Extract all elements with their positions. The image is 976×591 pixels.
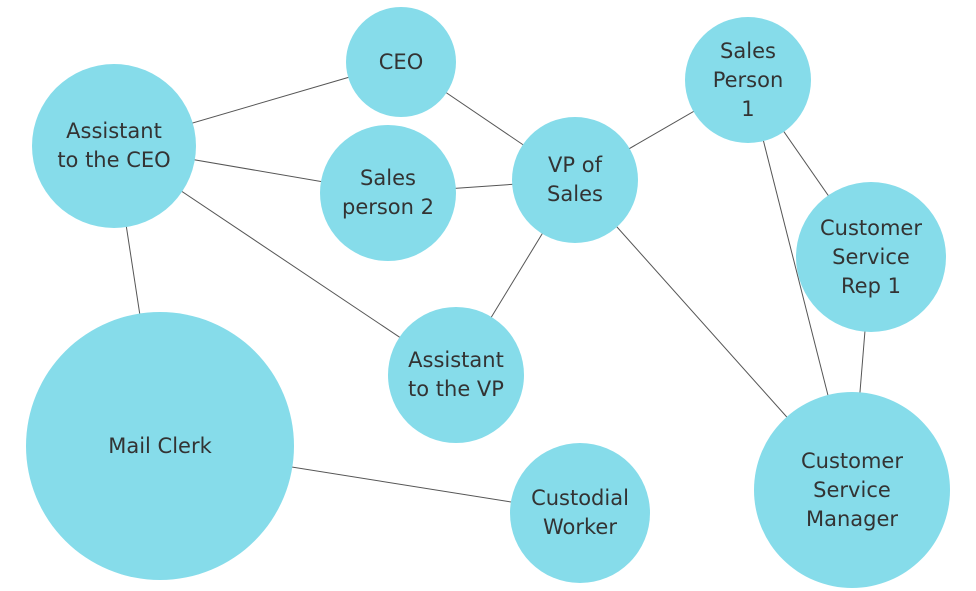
node-label: Mail Clerk bbox=[108, 433, 212, 458]
node-label: Sales person 2 bbox=[341, 166, 435, 219]
node-asst-ceo: Assistant to the CEO bbox=[32, 64, 196, 228]
node-label: VP of Sales bbox=[547, 153, 603, 206]
node-label: Assistant to the VP bbox=[408, 348, 504, 401]
node-label: Customer Service Manager bbox=[800, 448, 903, 531]
node-asst-vp: Assistant to the VP bbox=[388, 307, 524, 443]
node-label: Custodial Worker bbox=[531, 486, 629, 539]
node-vp: VP of Sales bbox=[512, 117, 638, 243]
node-label: Customer Service Rep 1 bbox=[819, 215, 922, 298]
node-sales2: Sales person 2 bbox=[320, 125, 456, 261]
node-csr1: Customer Service Rep 1 bbox=[796, 182, 946, 332]
node-label: Assistant to the CEO bbox=[57, 119, 171, 172]
node-ceo: CEO bbox=[346, 7, 456, 117]
node-sales1: Sales Person 1 bbox=[685, 17, 811, 143]
node-label: CEO bbox=[378, 49, 424, 74]
node-csm: Customer Service Manager bbox=[754, 392, 950, 588]
node-mail: Mail Clerk bbox=[26, 312, 294, 580]
node-custodial: Custodial Worker bbox=[510, 443, 650, 583]
node-label: Sales Person 1 bbox=[712, 38, 784, 121]
